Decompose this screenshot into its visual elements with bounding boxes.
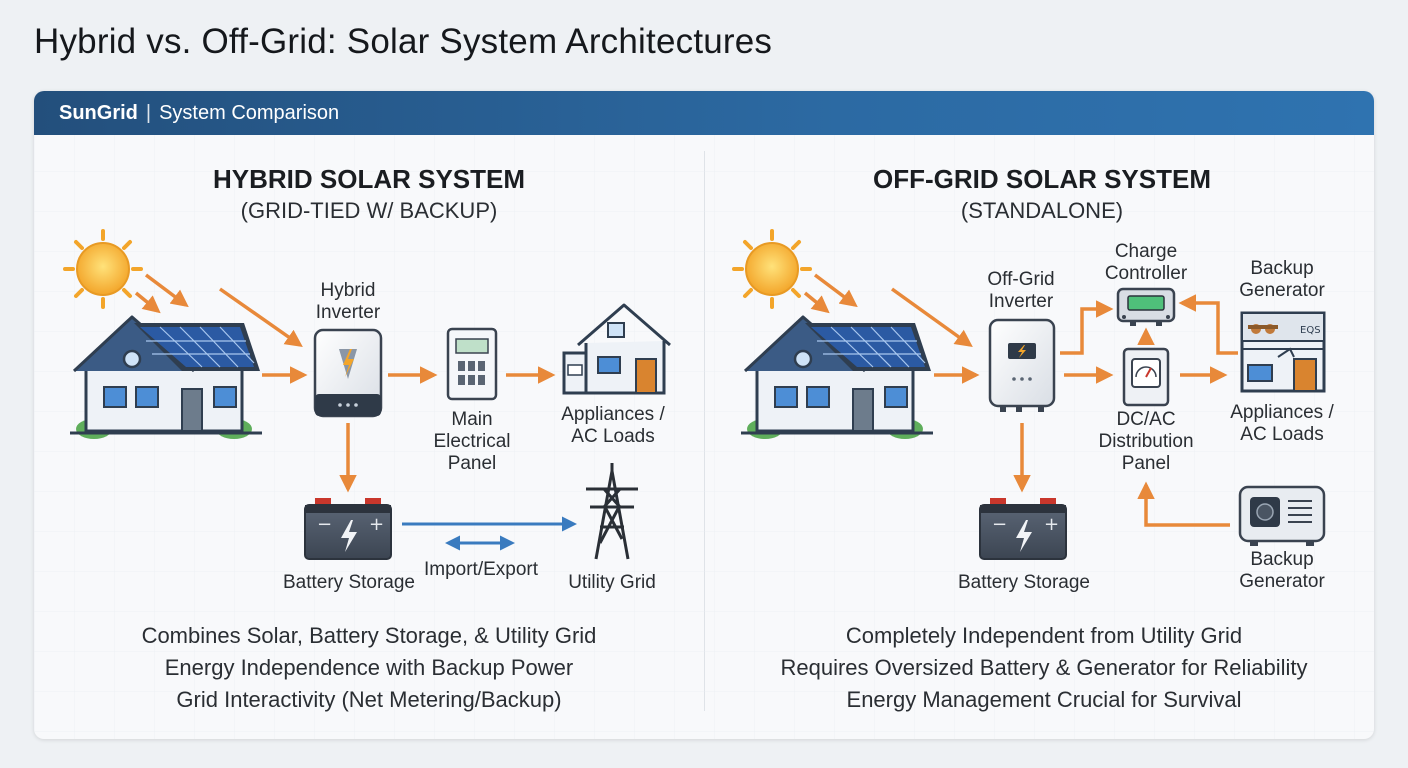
main-panel-label-3: Panel — [448, 453, 497, 474]
generator-top-label-1: Backup — [1250, 258, 1313, 279]
charge-controller-label-2: Controller — [1105, 263, 1188, 284]
offgrid-battery-label: Battery Storage — [958, 572, 1090, 593]
main-electrical-panel-icon — [446, 327, 498, 401]
utility-grid-tower-icon — [586, 463, 638, 560]
generator-sign-text: EQS — [1300, 325, 1321, 336]
offgrid-desc-1: Completely Independent from Utility Grid — [846, 623, 1242, 648]
backup-generator-icon — [1238, 485, 1326, 546]
hybrid-loads-label-2: AC Loads — [571, 426, 654, 447]
offgrid-battery-icon — [979, 497, 1067, 560]
sun-to-offgrid-inverter-arrow — [890, 287, 973, 348]
hybrid-inverter-label-2: Inverter — [316, 302, 381, 323]
offgrid-loads-label-1: Appliances / — [1230, 402, 1334, 423]
diagram-canvas: − + HYBRID SOLAR SYSTEM (GRID-TIED W/ BA… — [34, 135, 1374, 739]
distribution-label-3: Panel — [1122, 453, 1171, 474]
generator-top-label-2: Generator — [1239, 280, 1325, 301]
offgrid-desc-3: Energy Management Crucial for Survival — [847, 687, 1242, 712]
inverter-to-charge-arrow — [1060, 300, 1114, 355]
hybrid-subtitle: (GRID-TIED W/ BACKUP) — [241, 198, 498, 223]
main-panel-label-1: Main — [451, 409, 492, 430]
offgrid-inverter-label-2: Inverter — [989, 291, 1054, 312]
hybrid-title: HYBRID SOLAR SYSTEM — [213, 164, 525, 194]
offgrid-desc-2: Requires Oversized Battery & Generator f… — [781, 655, 1308, 680]
offgrid-title: OFF-GRID SOLAR SYSTEM — [873, 164, 1211, 194]
hybrid-inverter-icon — [313, 328, 383, 418]
distribution-label-2: Distribution — [1098, 431, 1193, 452]
distribution-panel-icon — [1122, 347, 1170, 407]
battery-storage-icon — [304, 497, 392, 560]
main-panel-label-2: Electrical — [433, 431, 510, 452]
offgrid-section: OFF-GRID SOLAR SYSTEM (STANDALONE) Off-G… — [732, 164, 1334, 712]
distribution-label-1: DC/AC — [1116, 409, 1175, 430]
sun-to-inverter-arrow — [218, 287, 303, 348]
hybrid-desc-1: Combines Solar, Battery Storage, & Utili… — [142, 623, 597, 648]
header-subtitle: System Comparison — [159, 101, 340, 124]
charge-controller-icon — [1116, 287, 1176, 326]
offgrid-loads-label-2: AC Loads — [1240, 424, 1323, 445]
generator-to-distribution-arrow — [1137, 481, 1230, 527]
building-to-charge-arrow — [1178, 294, 1238, 355]
hybrid-desc-2: Energy Independence with Backup Power — [165, 655, 573, 680]
appliances-building-icon — [1240, 311, 1326, 393]
hybrid-section: HYBRID SOLAR SYSTEM (GRID-TIED W/ BACKUP… — [63, 164, 672, 712]
generator-bottom-label-2: Generator — [1239, 571, 1325, 592]
utility-grid-label: Utility Grid — [568, 572, 656, 593]
sun-icon-offgrid — [732, 229, 812, 309]
brand-name: SunGrid — [59, 101, 138, 124]
hybrid-battery-label: Battery Storage — [283, 572, 415, 593]
charge-controller-label-1: Charge — [1115, 241, 1177, 262]
card-header: SunGrid | System Comparison — [34, 91, 1374, 135]
import-export-label: Import/Export — [424, 559, 539, 580]
header-separator: | — [145, 101, 152, 124]
offgrid-inverter-label-1: Off-Grid — [987, 269, 1054, 290]
page-title: Hybrid vs. Off-Grid: Solar System Archit… — [34, 22, 773, 61]
offgrid-inverter-icon — [988, 318, 1056, 412]
hybrid-desc-3: Grid Interactivity (Net Metering/Backup) — [176, 687, 561, 712]
sun-icon — [63, 229, 143, 309]
hybrid-loads-label-1: Appliances / — [561, 404, 665, 425]
hybrid-inverter-label-1: Hybrid — [321, 280, 376, 301]
comparison-card: SunGrid | System Comparison — [34, 91, 1374, 739]
generator-bottom-label-1: Backup — [1250, 549, 1313, 570]
offgrid-subtitle: (STANDALONE) — [961, 198, 1123, 223]
